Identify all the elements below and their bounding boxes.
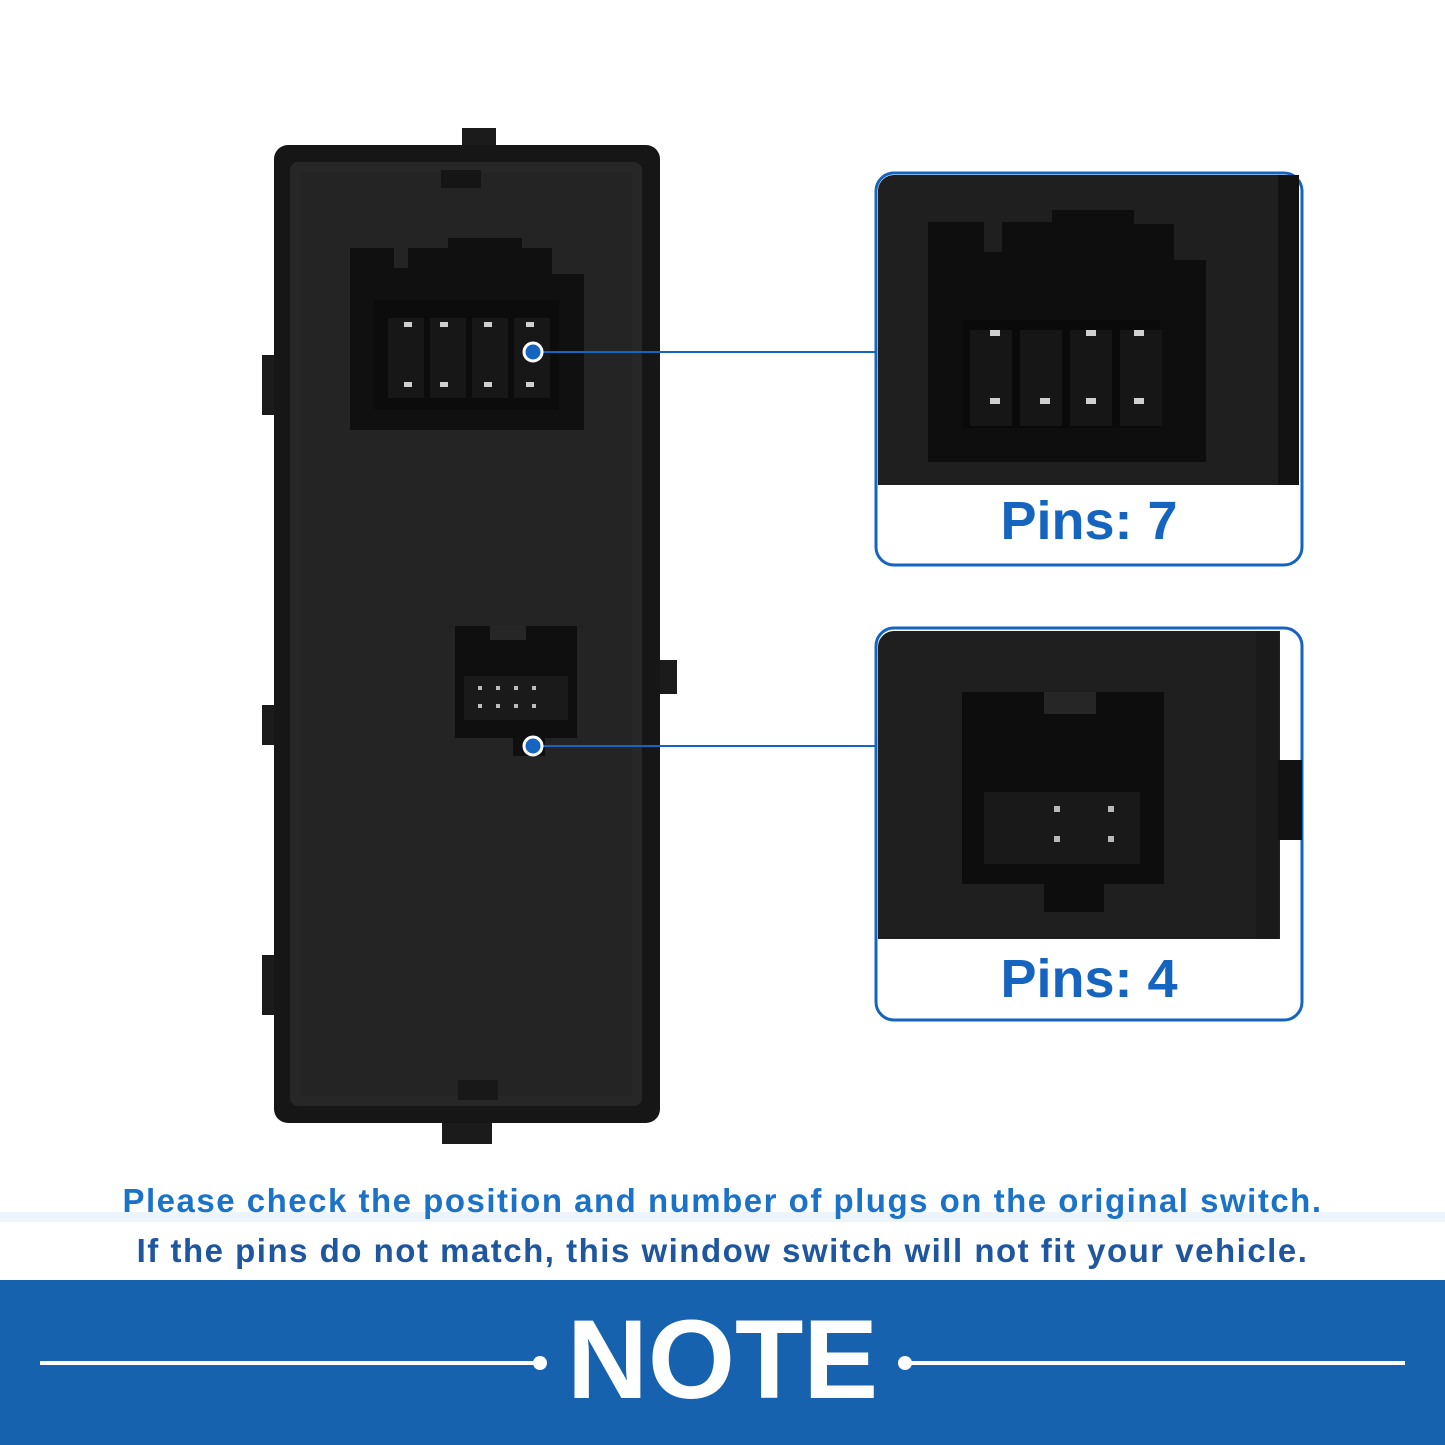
banner-dot-left [533,1356,547,1370]
callout-box-7-pin [874,171,1304,567]
banner-dot-right [898,1356,912,1370]
callout-label-4-pin: Pins: 4 [1000,949,1178,1009]
connector-4-pin [455,626,577,756]
pointer-4-pin [522,735,876,757]
note-line-1: Please check the position and number of … [122,1182,1323,1219]
callout-label-7-pin: Pins: 7 [1000,491,1178,551]
callout-box-4-pin [874,626,1304,1022]
note-line-2: If the pins do not match, this window sw… [136,1232,1309,1269]
banner-rule-left [40,1361,540,1365]
connector-7-pin [350,238,584,430]
banner-rule-right [905,1361,1405,1365]
note-title: NOTE [566,1297,879,1422]
pointer-7-pin [522,341,876,363]
